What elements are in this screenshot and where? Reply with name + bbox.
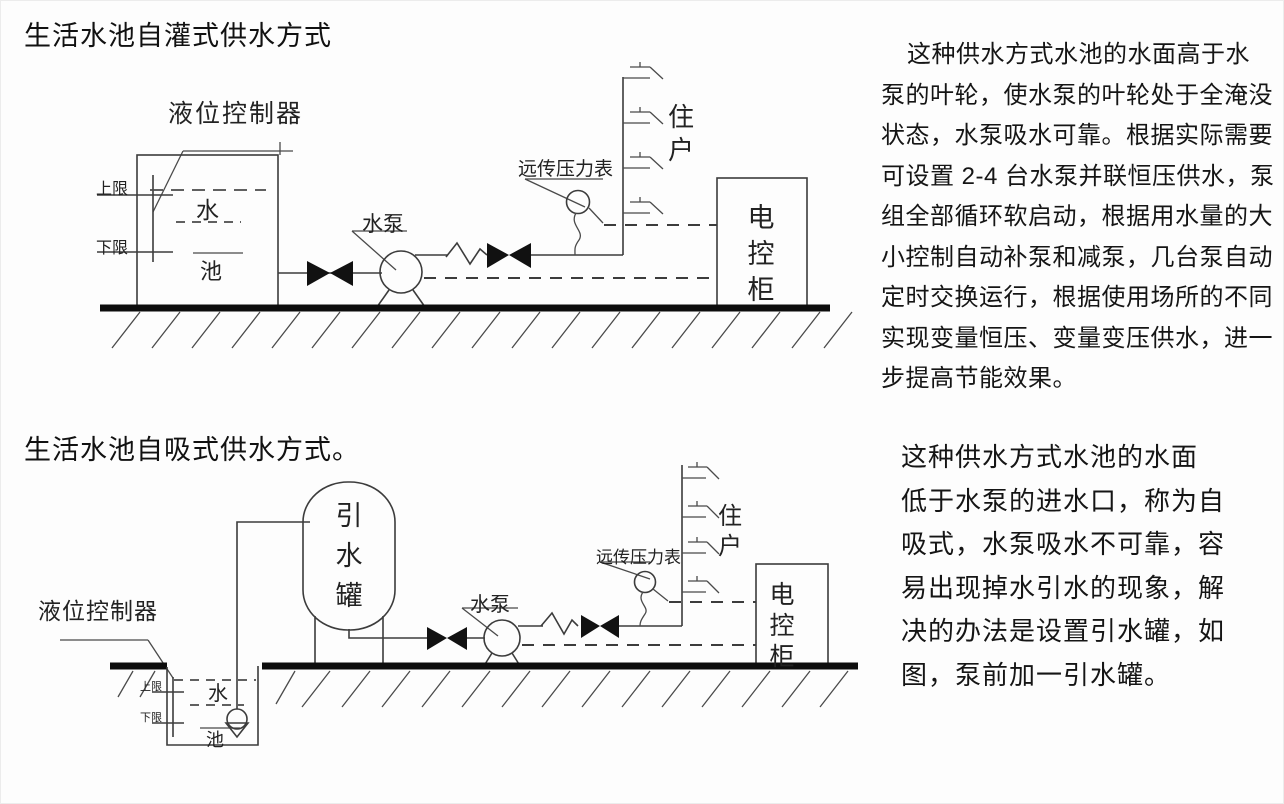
- water-label: 水: [196, 198, 219, 223]
- pool-label: 池: [200, 259, 223, 284]
- notes-flooded-suction: 这种供水方式水池的水面高于水泵的叶轮，使水泵的叶轮处于全淹没状态，水泵吸水可靠。…: [881, 35, 1281, 400]
- ground-line: [110, 662, 858, 708]
- upper-limit-label: 上限: [140, 681, 162, 693]
- discharge-pipe: [518, 611, 682, 636]
- pressure-gauge-label: 远传压力表: [596, 548, 681, 567]
- pool-label: 池: [206, 730, 224, 750]
- check-valve-icon: [581, 615, 619, 638]
- level-controller-leader: [60, 639, 174, 679]
- text-line: 图，泵前加一引水罐。: [901, 659, 1172, 690]
- pump-icon: [461, 607, 523, 670]
- text-line: 可设置 2-4 台水泵并联恒压供水，泵: [881, 162, 1275, 190]
- diagram2-title: 生活水池自吸式供水方式。: [24, 435, 360, 465]
- lower-limit-label: 下限: [140, 712, 162, 724]
- control-cabinet-label: 电控柜: [769, 582, 795, 671]
- pump-label: 水泵: [362, 212, 404, 236]
- text-line: 低于水泵的进水口，称为自: [901, 485, 1226, 516]
- suction-pipe: [236, 521, 310, 709]
- residents-label: 住户: [718, 504, 742, 560]
- flooded-suction-diagram: [97, 62, 853, 349]
- text-line: 易出现掉水引水的现象，解: [901, 572, 1226, 603]
- text-line: 状态，水泵吸水可靠。根据实际需要: [881, 122, 1273, 149]
- text-line: 实现变量恒压、变量变压供水，进一: [881, 324, 1273, 352]
- pressure-gauge-icon: [524, 178, 604, 256]
- level-controller-label: 液位控制器: [38, 599, 158, 624]
- text-line: 定时交换运行，根据使用场所的不同: [881, 284, 1273, 311]
- faucet-icon: [623, 62, 664, 215]
- water-label: 水: [208, 683, 228, 705]
- upper-limit-label: 上限: [96, 181, 129, 198]
- self-priming-diagram: [60, 462, 858, 746]
- discharge-pipe: [415, 241, 623, 266]
- pump-label: 水泵: [470, 594, 510, 616]
- riser-pipe: [681, 462, 720, 626]
- level-controller-leader: [152, 150, 293, 213]
- ground-line: [100, 304, 853, 349]
- text-line: 吸式，水泵吸水不可靠，容: [901, 529, 1226, 559]
- level-sensor: [152, 677, 184, 737]
- riser-pipe: [622, 62, 664, 255]
- pressure-gauge-icon: [599, 561, 669, 627]
- foot-valve-icon: [224, 708, 250, 739]
- diagram1-title: 生活水池自灌式供水方式: [24, 21, 332, 51]
- text-line: 泵的叶轮，使水泵的叶轮处于全淹没: [881, 81, 1273, 109]
- text-line: 决的办法是设置引水罐，如: [901, 616, 1226, 646]
- notes-self-priming: 这种供水方式水池的水面低于水泵的进水口，称为自吸式，水泵吸水不可靠，容易出现掉水…: [901, 436, 1281, 697]
- text-line: 组全部循环软启动，根据用水量的大: [881, 203, 1273, 230]
- priming-tank-label: 引水罐: [335, 501, 363, 611]
- residents-label: 住户: [667, 103, 694, 165]
- control-cabinet-label: 电控柜: [747, 203, 775, 305]
- text-line: 步提高节能效果。: [881, 365, 1077, 392]
- pressure-gauge-label: 远传压力表: [518, 159, 614, 180]
- text-line: 小控制自动补泵和减泵，几台泵自动: [881, 243, 1273, 271]
- pump-icon: [351, 230, 426, 308]
- lower-limit-label: 下限: [96, 240, 129, 257]
- faucet-icon: [682, 462, 720, 594]
- gate-valve-icon: [427, 627, 485, 650]
- level-controller-label: 液位控制器: [168, 101, 304, 128]
- check-valve-icon: [487, 243, 531, 268]
- gate-valve-icon: [307, 261, 353, 286]
- text-line: 这种供水方式水池的水面高于水: [907, 41, 1250, 68]
- priming-tank: [302, 481, 427, 664]
- text-line: 这种供水方式水池的水面: [901, 442, 1199, 472]
